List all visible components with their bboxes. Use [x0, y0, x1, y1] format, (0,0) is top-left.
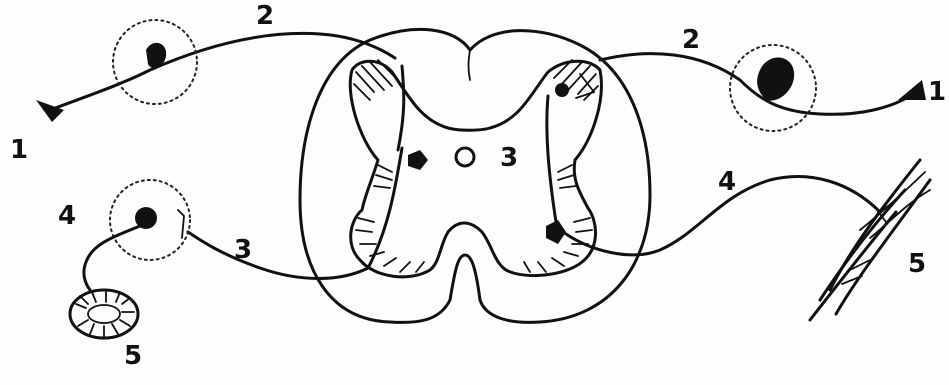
receptor-right [898, 80, 926, 100]
label-gland: 5 [124, 341, 142, 371]
ganglion-neuron-right [757, 57, 794, 100]
afferent-fiber-left [50, 33, 395, 110]
interneuron-right-body [555, 83, 569, 97]
label-muscle: 5 [908, 249, 926, 279]
dorsal-root-entry-left [398, 66, 404, 150]
motor-neuron-body [546, 220, 566, 244]
receptor-left [36, 100, 64, 122]
dorsal-median-sulcus [469, 50, 471, 80]
label-afferent-right: 2 [682, 25, 700, 55]
label-postganglionic: 4 [58, 201, 76, 231]
preganglionic-fiber [188, 232, 368, 279]
label-receptor-right: 1 [928, 77, 946, 107]
ganglion-synapse-mark [178, 210, 184, 238]
label-receptor-left: 1 [10, 135, 28, 165]
central-canal [456, 148, 474, 166]
label-afferent-left: 2 [256, 1, 274, 31]
label-preganglionic: 3 [234, 235, 252, 265]
label-somatic-efferent: 4 [718, 167, 736, 197]
postganglionic-fiber [84, 226, 140, 290]
afferent-fiber-right [600, 54, 910, 115]
interneuron-left-body [408, 150, 428, 170]
gland-lumen [88, 305, 120, 323]
interneuron-axon-left [368, 148, 402, 268]
dorsal-root-entry-right [547, 96, 556, 222]
label-center-autonomic: 3 [500, 143, 518, 173]
